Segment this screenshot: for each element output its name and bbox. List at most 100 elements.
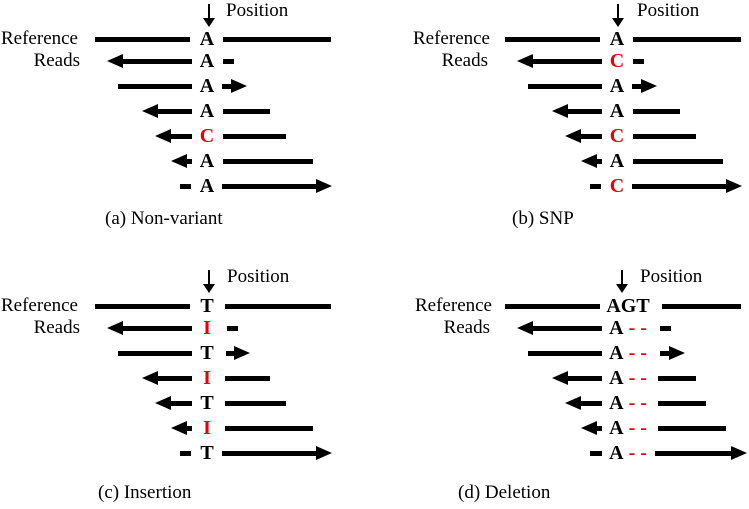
base-letters: I: [203, 318, 211, 338]
panel-caption: (d) Deletion: [458, 482, 551, 503]
variant-base: I: [203, 367, 211, 389]
panel-caption: (a) Non-variant: [105, 208, 223, 229]
position-arrow-down-icon: [616, 284, 628, 293]
arrow-left-head-icon: [155, 396, 171, 410]
read-dash: [227, 325, 238, 331]
reference-label: Reference: [1, 28, 78, 49]
base-letters: A: [610, 151, 624, 171]
reference-label: Reference: [413, 28, 490, 49]
read-dash: [180, 183, 191, 189]
read-line: [95, 303, 190, 309]
read-line: [633, 133, 696, 139]
base-letters: A: [200, 76, 214, 96]
base-letters: A: [200, 51, 214, 71]
arrow-right-head-icon: [669, 346, 685, 360]
read-line: [565, 108, 602, 114]
read-line: [528, 350, 602, 356]
base-letters: T: [200, 393, 213, 413]
read-line: [226, 350, 237, 356]
read-line: [658, 425, 726, 431]
read-line: [528, 83, 602, 89]
position-arrow-down-icon: [203, 18, 215, 27]
reference-base: A: [609, 342, 624, 364]
read-line: [660, 350, 672, 356]
reference-base: AGT: [606, 295, 650, 317]
read-line: [223, 36, 331, 42]
position-label: Position: [637, 0, 700, 21]
arrow-left-head-icon: [552, 371, 568, 385]
arrow-right-head-icon: [316, 179, 332, 193]
position-arrow-stem: [617, 4, 619, 19]
arrow-left-head-icon: [142, 104, 158, 118]
read-line: [658, 400, 706, 406]
position-arrow-stem: [208, 4, 210, 19]
base-letters: AGT: [606, 296, 649, 316]
position-label: Position: [640, 266, 703, 287]
read-line: [633, 158, 723, 164]
arrow-right-head-icon: [234, 346, 250, 360]
variant-base: - -: [628, 317, 647, 339]
reference-base: A: [199, 50, 215, 72]
reference-base: T: [200, 392, 214, 414]
read-line: [118, 83, 192, 89]
base-letters: A- -: [609, 393, 647, 413]
base-letters: A: [200, 101, 214, 121]
read-line: [222, 450, 319, 456]
read-line: [223, 158, 313, 164]
variant-base: - -: [628, 392, 647, 414]
base-letters: A- -: [609, 418, 647, 438]
read-line: [225, 303, 331, 309]
base-letters: C: [610, 176, 624, 196]
read-dash: [590, 183, 601, 189]
variant-base: I: [203, 417, 211, 439]
read-dash: [223, 58, 234, 64]
position-arrow-down-icon: [203, 284, 215, 293]
read-line: [565, 375, 602, 381]
read-line: [225, 375, 270, 381]
variant-base: C: [609, 175, 625, 197]
reference-base: A: [609, 392, 624, 414]
read-line: [120, 325, 192, 331]
reference-base: A: [199, 150, 215, 172]
arrow-left-head-icon: [517, 54, 533, 68]
base-letters: C: [200, 126, 214, 146]
base-letters: A: [610, 101, 624, 121]
read-line: [223, 108, 270, 114]
reference-base: A: [609, 75, 625, 97]
base-letters: A: [610, 76, 624, 96]
read-line: [662, 303, 741, 309]
read-line: [594, 158, 602, 164]
read-line: [184, 158, 192, 164]
read-line: [225, 425, 313, 431]
reference-base: A: [609, 417, 624, 439]
base-letters: T: [200, 443, 213, 463]
base-letters: T: [200, 296, 213, 316]
read-line: [120, 58, 192, 64]
read-line: [155, 108, 192, 114]
base-letters: A: [200, 29, 214, 49]
reference-base: A: [199, 100, 215, 122]
read-line: [632, 183, 729, 189]
read-line: [655, 450, 734, 456]
arrow-right-head-icon: [641, 79, 657, 93]
read-line: [95, 36, 190, 42]
arrow-left-head-icon: [581, 421, 597, 435]
read-line: [633, 36, 741, 42]
read-line: [118, 350, 192, 356]
reference-base: A: [609, 317, 624, 339]
read-line: [222, 183, 319, 189]
base-letters: A: [200, 151, 214, 171]
arrow-left-head-icon: [107, 321, 123, 335]
read-line: [530, 325, 602, 331]
arrow-left-head-icon: [171, 421, 187, 435]
arrow-left-head-icon: [171, 154, 187, 168]
arrow-left-head-icon: [581, 154, 597, 168]
arrow-right-head-icon: [316, 446, 332, 460]
read-line: [184, 425, 192, 431]
read-line: [222, 83, 234, 89]
read-dash: [633, 58, 644, 64]
reference-base: A: [609, 28, 625, 50]
reference-base: T: [200, 295, 214, 317]
variant-base: - -: [628, 442, 647, 464]
